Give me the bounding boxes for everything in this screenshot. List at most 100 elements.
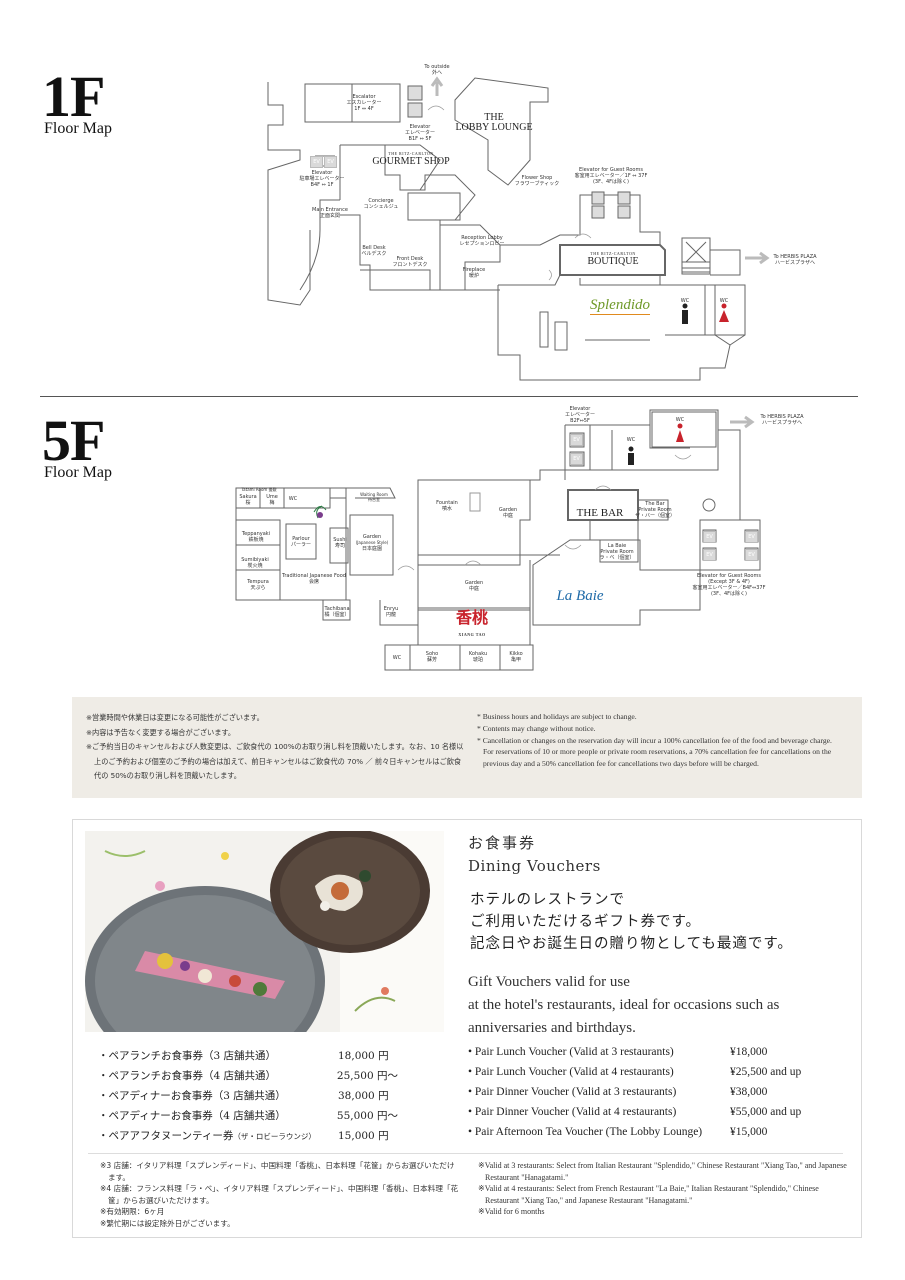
label-tatami: Tatami Room 畳敷: [241, 487, 277, 492]
desc-en-line: at the hotel's restaurants, ideal for oc…: [468, 997, 780, 1013]
voucher-row-en: • Pair Dinner Voucher (Valid at 3 restau…: [468, 1086, 768, 1098]
venue-the-bar: THE BAR: [576, 507, 624, 519]
floor-1-number: 1F: [42, 64, 105, 129]
wc-male-icon: [682, 303, 688, 324]
desc-en-line: Gift Vouchers valid for use: [468, 974, 630, 990]
wc-female-icon: [719, 303, 729, 322]
note-jp-line: ※内容は予告なく変更する場合がございます。: [86, 727, 236, 737]
floor-1-map: [267, 76, 770, 381]
notes-japanese: ※営業時間や休業日は変更になる可能性がございます。 ※内容は予告なく変更する場合…: [86, 711, 466, 784]
floor-5-subtitle: Floor Map: [44, 464, 112, 481]
voucher-divider: [88, 1153, 843, 1154]
voucher-row-jp: ・ペアランチお食事券（4 店舗共通）25,500 円〜: [98, 1069, 398, 1082]
floor-5-map: [235, 409, 761, 671]
ev-box-parking-1: EV: [310, 156, 323, 168]
voucher-title-en: Dining Vouchers: [468, 857, 601, 875]
label-wc-male: WC: [680, 298, 690, 304]
venue-la-baie: La Baie: [556, 588, 604, 604]
voucher-description-en: Gift Vouchers valid for use at the hotel…: [468, 971, 848, 1040]
voucher-list-jp: ・ペアランチお食事券（3 店舗共通）18,000 円 ・ペアランチお食事券（4 …: [98, 1045, 398, 1145]
footnote-en: ※Valid for 6 months: [478, 1207, 545, 1216]
voucher-row-jp: ・ペアランチお食事券（3 店舗共通）18,000 円: [98, 1049, 389, 1062]
wc-female-icon: [676, 423, 684, 442]
food-photo-illustration: [85, 831, 444, 1032]
ev-box-parking-2: EV: [324, 156, 337, 168]
voucher-footnotes-en: ※Valid at 3 restaurants: Select from Ita…: [478, 1160, 848, 1218]
footnote-jp: ※有効期限：6ヶ月: [100, 1207, 165, 1216]
label-5f-wc-bottom: WC: [392, 655, 402, 661]
voucher-title-jp: お食事券: [468, 834, 537, 852]
desc-en-line: anniversaries and birthdays.: [468, 1020, 636, 1036]
note-en-line: * Contents may change without notice.: [477, 723, 596, 733]
label-5f-wc-jp: WC: [288, 496, 298, 502]
footnote-jp: ※4 店舗：フランス料理「ラ・ベ」、イタリア料理「スプレンディード」、中国料理「…: [100, 1184, 459, 1205]
ev-box-5f-2: EV: [570, 453, 583, 465]
note-en-line: * Business hours and holidays are subjec…: [477, 712, 637, 721]
label-garden-japanese: Garden(Japanese Style)日本庭園: [355, 534, 389, 552]
ev-box-5f-4: EV: [703, 549, 716, 561]
footnote-en: ※Valid at 4 restaurants: Select from Fre…: [478, 1184, 819, 1205]
voucher-row-en: • Pair Lunch Voucher (Valid at 3 restaur…: [468, 1046, 768, 1058]
ev-box-5f-3: EV: [703, 531, 716, 543]
wc-male-icon: [628, 446, 634, 465]
label-wc-female: WC: [719, 298, 729, 304]
desc-jp-line: ホテルのレストランで: [470, 892, 625, 908]
ev-box-5f-6: EV: [745, 549, 758, 561]
label-5f-wc-female: WC: [675, 417, 685, 423]
food-photo: [85, 831, 444, 1032]
notes-english: * Business hours and holidays are subjec…: [477, 711, 837, 770]
label-5f-wc-male: WC: [626, 437, 636, 443]
voucher-row-jp: ・ペアアフタヌーンティー券（ザ・ロビーラウンジ）15,000 円: [98, 1129, 389, 1142]
voucher-row-en: • Pair Dinner Voucher (Valid at 4 restau…: [468, 1106, 802, 1118]
ev-box-5f-1: EV: [570, 434, 583, 446]
venue-splendido: Splendido: [590, 297, 650, 315]
desc-jp-line: 記念日やお誕生日の贈り物としても最適です。: [470, 936, 793, 952]
floor-5-number: 5F: [42, 408, 105, 473]
floor-divider: [40, 396, 858, 397]
footnote-jp: ※3 店舗：イタリア料理「スプレンディード」、中国料理「香桃」、日本料理「花筐」…: [100, 1161, 455, 1182]
voucher-list-en: • Pair Lunch Voucher (Valid at 3 restaur…: [468, 1042, 848, 1142]
voucher-row-jp: ・ペアディナーお食事券（3 店舗共通）38,000 円: [98, 1089, 389, 1102]
voucher-row-jp: ・ペアディナーお食事券（4 店舗共通）55,000 円〜: [98, 1109, 398, 1122]
footnote-jp: ※繁忙期には設定除外日がございます。: [100, 1218, 235, 1228]
voucher-description-jp: ホテルのレストランで ご利用いただけるギフト券です。 記念日やお誕生日の贈り物と…: [470, 889, 850, 955]
note-en-line: * Cancellation or changes on the reserva…: [477, 735, 832, 769]
note-jp-line: ※ご予約当日のキャンセルおよび人数変更は、ご飲食代の 100%のお取り消し料を頂…: [86, 742, 464, 780]
voucher-row-en: • Pair Lunch Voucher (Valid at 4 restaur…: [468, 1066, 802, 1078]
voucher-footnotes-jp: ※3 店舗：イタリア料理「スプレンディード」、中国料理「香桃」、日本料理「花筐」…: [100, 1160, 460, 1229]
floor-1-subtitle: Floor Map: [44, 120, 112, 137]
